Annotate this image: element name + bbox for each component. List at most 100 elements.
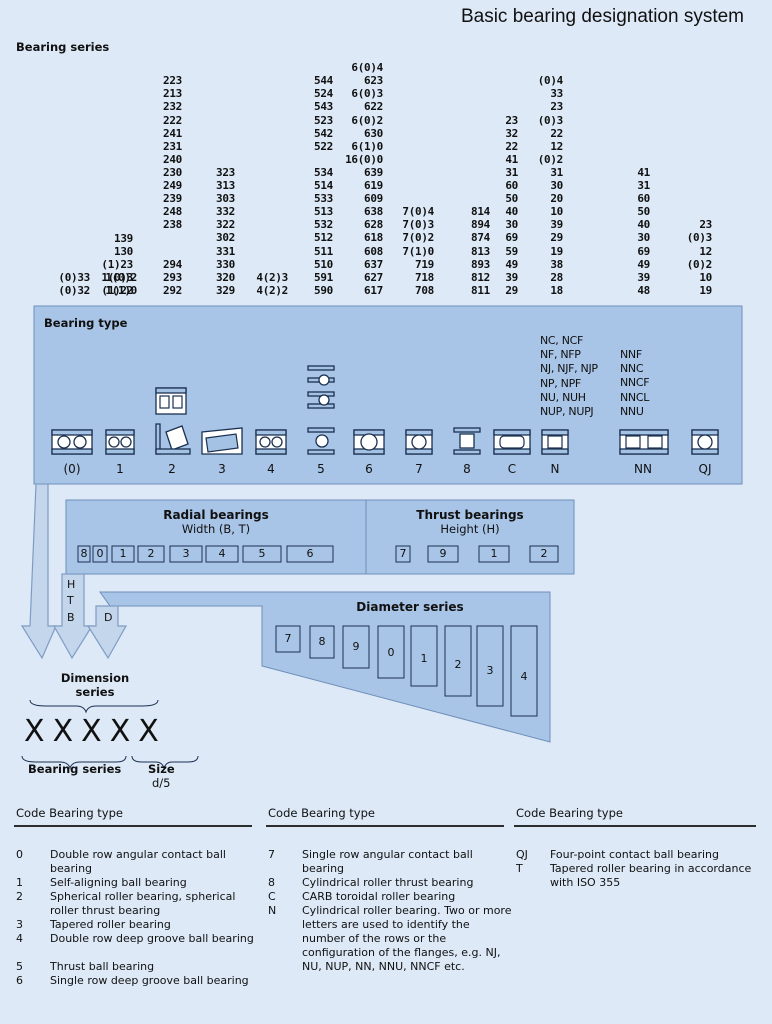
icon-type-5 (307, 365, 335, 455)
series-value: 512 (314, 231, 333, 245)
dimension-brace (29, 699, 159, 714)
series-value: 19 (699, 283, 712, 297)
legend-code: QJ (516, 848, 528, 861)
radial-subtitle: Width (B, T) (181, 522, 251, 536)
legend-code: 1 (16, 876, 23, 889)
series-value: 41 (637, 166, 650, 179)
placeholder-x: X (109, 714, 133, 749)
series-value: 248 (163, 205, 182, 219)
radial-title: Radial bearings (163, 508, 269, 522)
series-column: (0)33(0)32 (30, 271, 90, 297)
radial-code: 4 (218, 547, 226, 560)
thrust-code-boxes (395, 545, 559, 563)
series-value: 813 (471, 244, 490, 258)
series-value: 59 (505, 244, 518, 258)
series-value: 30 (637, 231, 650, 245)
series-value: 893 (471, 257, 490, 271)
series-value: 522 (314, 139, 333, 153)
legend-text: Cylindrical roller bearing. Two or more … (302, 904, 512, 973)
series-value: 532 (314, 218, 333, 232)
legend-text: Double row angular contact ball bearing (50, 848, 226, 875)
series-value: 628 (364, 218, 383, 232)
n-variant: NUP, NUPJ (540, 405, 594, 419)
series-value: 894 (471, 218, 490, 232)
page-title: Basic bearing designation system (460, 6, 744, 27)
series-value: 249 (163, 179, 182, 193)
legend-header-1: Code Bearing type (16, 806, 123, 820)
series-value: 7(1)0 (402, 244, 434, 258)
radial-code: 6 (306, 547, 314, 560)
series-value: (1)23 (101, 257, 133, 271)
bearing-type-label: Bearing type (44, 316, 128, 330)
series-value: 331 (216, 244, 235, 258)
series-value: 322 (216, 218, 235, 232)
series-value: 12 (699, 244, 712, 258)
icon-type-8 (453, 427, 481, 455)
legend-code-header: Code (16, 806, 46, 820)
series-value: 874 (471, 231, 490, 245)
type-code-label: C (507, 462, 517, 476)
radial-code: 3 (182, 547, 190, 560)
designation-diagram (20, 305, 743, 770)
diameter-arrow (86, 605, 128, 660)
icon-type-2 (155, 387, 191, 455)
legend-text: Tapered roller bearing in accordance wit… (550, 862, 752, 889)
series-value: (0)32 (58, 283, 90, 297)
legend-type-header: Bearing type (301, 806, 375, 820)
placeholder-x: X (81, 714, 104, 749)
series-value: 30 (550, 179, 563, 193)
series-value: 511 (314, 244, 333, 258)
series-value: 241 (163, 126, 182, 140)
legend-text: Thrust ball bearing (50, 960, 155, 973)
legend-type-header: Bearing type (49, 806, 123, 820)
type-code-label: 6 (365, 462, 373, 476)
series-value: 292 (163, 283, 182, 297)
series-value: 313 (216, 179, 235, 193)
dimension-series-label: Dimension series (60, 671, 130, 699)
series-value: 23 (550, 100, 563, 114)
series-value: 48 (637, 283, 650, 297)
series-value: 39 (637, 270, 650, 284)
series-value: 523 (314, 113, 333, 127)
series-value: 608 (364, 244, 383, 258)
icon-type-c (493, 429, 531, 455)
series-value: 10 (699, 270, 712, 284)
series-value: 329 (216, 283, 235, 297)
thrust-code: 1 (490, 547, 498, 560)
type-code-label: 3 (218, 462, 226, 476)
legend-rules (14, 825, 756, 827)
legend-code: 5 (16, 960, 23, 973)
n-variant: NU, NUH (540, 390, 586, 404)
radial-code: 1 (119, 547, 127, 560)
legend-text: Cylindrical roller thrust bearing (302, 876, 474, 889)
legend-text: Four-point contact ball bearing (550, 848, 719, 861)
type-code-label: 5 (317, 462, 325, 476)
nn-variant: NNU (620, 404, 644, 418)
series-value: 622 (364, 100, 383, 114)
size-label: Size (148, 762, 175, 776)
series-value: 30 (505, 218, 518, 232)
series-value: 4(2)3 (256, 270, 288, 284)
n-variant: NC, NCF (540, 334, 584, 347)
nn-variant: NNCF (620, 376, 650, 390)
series-value: 6(0)4 (351, 61, 383, 75)
series-value: 514 (314, 179, 333, 193)
series-value: 19 (550, 244, 563, 258)
type-code-label: 1 (116, 462, 124, 476)
series-value: 69 (505, 231, 518, 245)
series-value: 222 (163, 113, 182, 127)
series-value: 638 (364, 205, 383, 219)
placeholder-x: X (138, 714, 161, 749)
series-value: 293 (163, 270, 182, 284)
thrust-code: 7 (399, 547, 407, 560)
nn-variant: NNF (620, 348, 642, 361)
series-value: 513 (314, 205, 333, 219)
icon-type-0 (51, 429, 93, 455)
diameter-code: 2 (454, 658, 462, 671)
series-value: 708 (415, 283, 434, 297)
